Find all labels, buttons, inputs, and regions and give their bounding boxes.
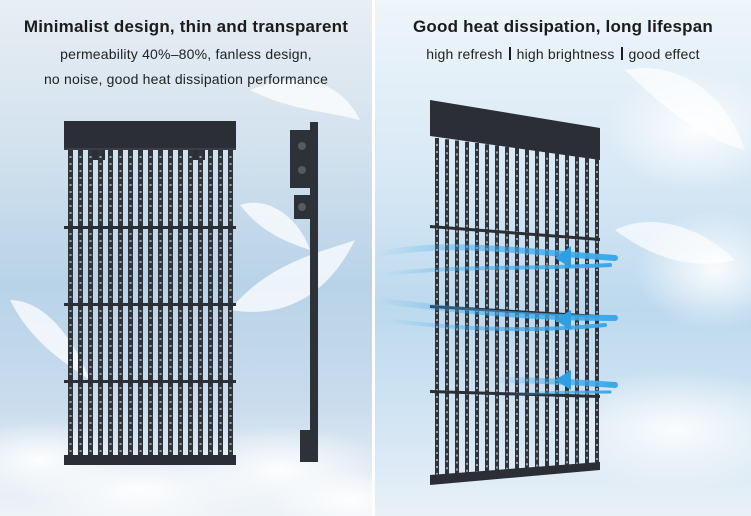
left-subtitle-line1: permeability 40%–80%, fanless design, xyxy=(60,46,312,62)
right-title: Good heat dissipation, long lifespan xyxy=(413,17,713,36)
led-mesh-panel-side-image xyxy=(290,122,318,462)
feature-high-brightness: high brightness xyxy=(516,46,615,62)
separator xyxy=(508,47,511,60)
feature-good-effect: good effect xyxy=(628,46,700,62)
feature-high-refresh: high refresh xyxy=(426,46,503,62)
left-subtitle-line2: no noise, good heat dissipation performa… xyxy=(43,71,329,87)
led-strip xyxy=(555,153,559,469)
right-feature-panel: Good heat dissipation, long lifespan hig… xyxy=(375,0,751,516)
airflow-arrows-icon xyxy=(375,244,618,397)
airflow-arrowheads xyxy=(555,246,571,390)
right-panel-illustration xyxy=(375,68,751,490)
left-feature-panel: Minimalist design, thin and transparent … xyxy=(0,0,372,516)
led-strip xyxy=(575,155,579,467)
separator xyxy=(620,47,623,60)
left-panel-illustration xyxy=(0,80,372,516)
left-title: Minimalist design, thin and transparent xyxy=(23,17,349,36)
feather-decoration xyxy=(615,68,745,264)
led-strip xyxy=(545,151,549,470)
led-strip xyxy=(565,154,569,468)
panel-divider xyxy=(372,0,375,516)
right-feature-list: high refresh high brightness good effect xyxy=(375,46,751,62)
led-mesh-panel-front-image xyxy=(64,121,236,465)
